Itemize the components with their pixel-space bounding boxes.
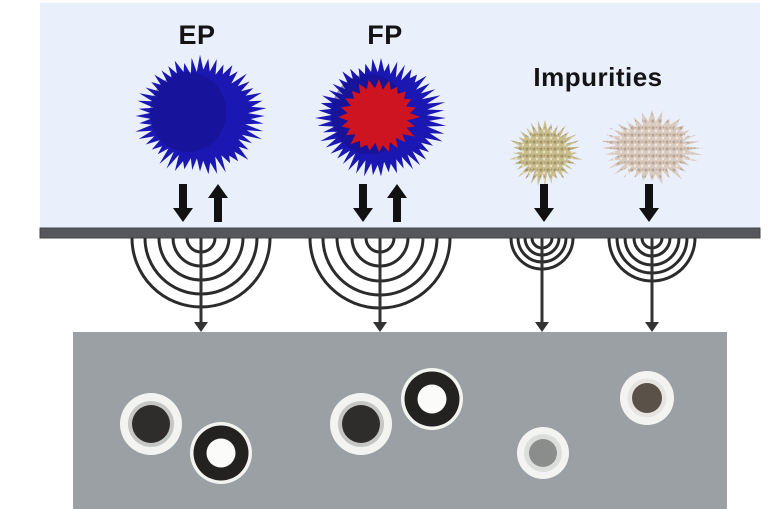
impurity-2-particle bbox=[601, 109, 704, 185]
impurity-1-particle bbox=[507, 119, 583, 186]
fp-desorb-arrow bbox=[387, 184, 407, 222]
pore-5-gray-core-signal bbox=[517, 427, 569, 479]
imp1-adsorb-arrow bbox=[534, 184, 554, 222]
pore-6-brown-core-signal bbox=[620, 371, 674, 425]
pore-3-dark-core-signal bbox=[330, 393, 392, 455]
ep-adsorb-arrow bbox=[173, 184, 193, 222]
imp2-adsorb-arrow bbox=[639, 184, 659, 222]
ep-desorb-arrow bbox=[208, 184, 228, 222]
pore-2-white-core-signal bbox=[190, 422, 252, 484]
signal-arrow-fp bbox=[373, 238, 387, 332]
membrane-bar bbox=[39, 227, 761, 239]
pore-4-white-core-signal bbox=[401, 368, 463, 430]
ep-particle bbox=[135, 54, 267, 175]
sensor-region bbox=[73, 332, 727, 509]
signal-arrow-impurity-2 bbox=[645, 238, 659, 332]
fp-particle bbox=[314, 58, 447, 177]
fp-red-core bbox=[338, 79, 421, 153]
signal-arrow-ep bbox=[194, 238, 208, 332]
impurities-label: Impurities bbox=[533, 62, 663, 92]
fp-label: FP bbox=[367, 20, 403, 50]
ep-label: EP bbox=[178, 20, 216, 50]
pore-1-dark-core-signal bbox=[120, 393, 182, 455]
signal-arrow-impurity-1 bbox=[535, 238, 549, 332]
fp-adsorb-arrow bbox=[353, 184, 373, 222]
